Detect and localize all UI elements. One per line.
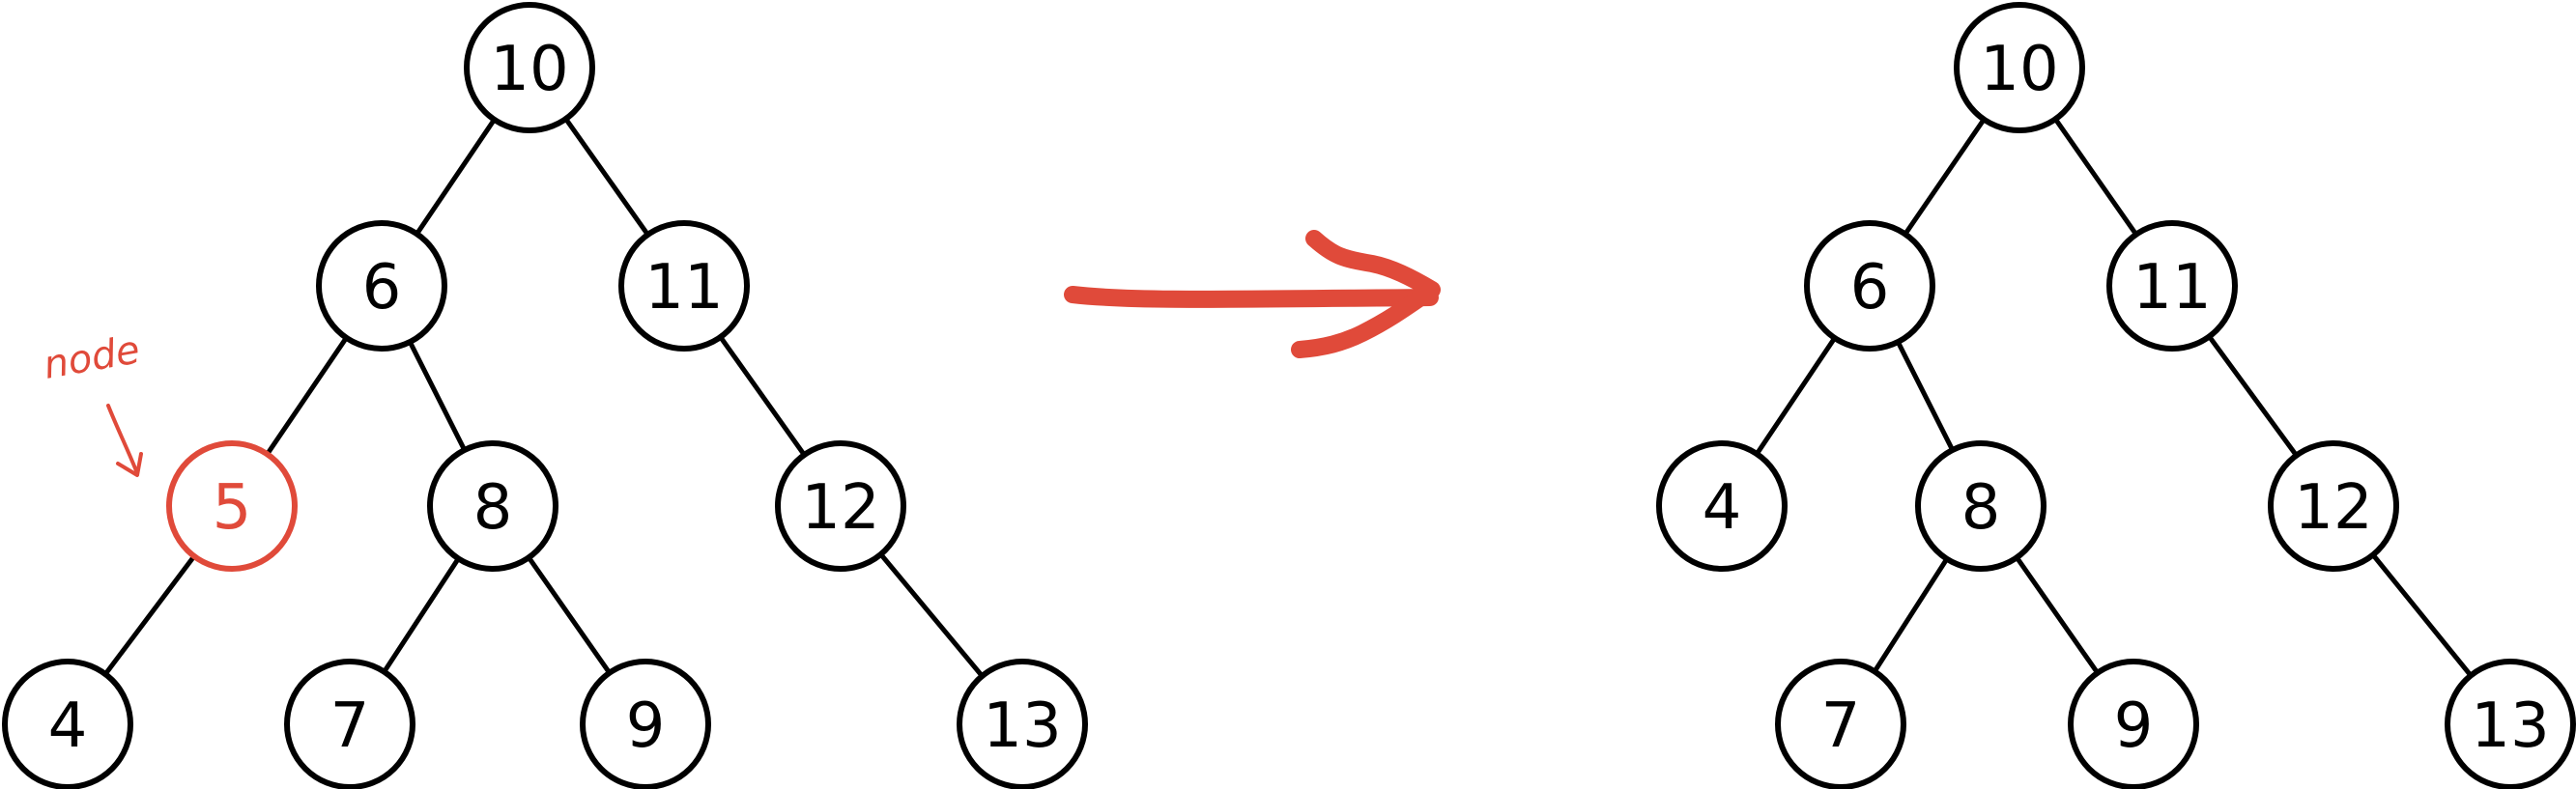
tree-node: 4	[1656, 440, 1788, 572]
tree-node-circle	[464, 2, 595, 133]
tree-node-label: 11	[2132, 252, 2211, 324]
tree-node-circle	[316, 220, 447, 352]
tree-node-circle	[427, 440, 558, 572]
tree-node-circle	[2268, 440, 2399, 572]
tree-node-label: 9	[626, 690, 666, 762]
tree-node-circle	[1775, 659, 1906, 789]
tree-node-label: 6	[362, 252, 402, 324]
tree-node-label: 9	[2114, 690, 2154, 762]
tree-node: 9	[580, 659, 711, 789]
tree-node-label: 6	[1850, 252, 1890, 324]
tree-node-label: 4	[48, 690, 88, 762]
tree-node-circle	[618, 220, 750, 352]
tree-node-label: 13	[2471, 690, 2549, 762]
tree-node: 4	[2, 659, 133, 789]
tree-node-label: 7	[330, 690, 370, 762]
tree-after-nodes: 10 6 11 4 8 12 7 9 13	[1656, 2, 2576, 789]
tree-node-circle	[284, 659, 415, 789]
transform-arrow	[1064, 230, 1441, 358]
tree-node-circle	[957, 659, 1088, 789]
tree-node: 6	[1804, 220, 1935, 352]
tree-after-edges	[1719, 65, 2513, 727]
tree-node-label: 11	[644, 252, 723, 324]
tree-before-edges	[65, 65, 1025, 727]
tree-node: 12	[775, 440, 906, 572]
tree-node: 13	[2445, 659, 2576, 789]
tree-node-circle	[2106, 220, 2238, 352]
tree-node-circle	[1656, 440, 1788, 572]
transform-arrow-shaft	[1064, 286, 1439, 308]
tree-node: 8	[427, 440, 558, 572]
node-annotation-arrow-shaft	[106, 404, 139, 475]
tree-node-label: 10	[1980, 34, 2058, 105]
tree-node-circle	[1954, 2, 2085, 133]
tree-before: 10 6 11 5 8 12 4 7 9 13	[2, 2, 1088, 789]
tree-node-label: 12	[801, 472, 879, 544]
tree-after: 10 6 11 4 8 12 7 9 13	[1656, 2, 2576, 789]
tree-node: 7	[1775, 659, 1906, 789]
tree-node-label: 4	[1703, 472, 1742, 544]
tree-node-circle	[166, 440, 298, 572]
tree-node: 12	[2268, 440, 2399, 572]
tree-node-target: 5	[166, 440, 298, 572]
tree-node-circle	[1915, 440, 2046, 572]
node-annotation: node	[41, 327, 143, 477]
tree-node-label: 13	[983, 690, 1061, 762]
tree-node-label: 7	[1821, 690, 1861, 762]
tree-node: 13	[957, 659, 1088, 789]
tree-node-label: 12	[2294, 472, 2372, 544]
tree-node: 10	[464, 2, 595, 133]
tree-node-label: 8	[1961, 472, 2001, 544]
tree-node-circle	[2068, 659, 2199, 789]
tree-node-circle	[2445, 659, 2576, 789]
node-annotation-arrow-head-icon	[116, 452, 143, 477]
tree-node: 10	[1954, 2, 2085, 133]
tree-node-label: 5	[213, 472, 252, 544]
tree-node-circle	[1804, 220, 1935, 352]
tree-node: 7	[284, 659, 415, 789]
tree-node: 11	[2106, 220, 2238, 352]
tree-node-circle	[2, 659, 133, 789]
tree-node: 11	[618, 220, 750, 352]
node-annotation-label: node	[41, 327, 143, 388]
tree-node-circle	[775, 440, 906, 572]
tree-node-label: 8	[473, 472, 513, 544]
tree-node-label: 10	[490, 34, 568, 105]
tree-node: 6	[316, 220, 447, 352]
tree-node-circle	[580, 659, 711, 789]
tree-before-nodes: 10 6 11 5 8 12 4 7 9 13	[2, 2, 1088, 789]
transform-arrow-head-icon	[1291, 230, 1441, 358]
tree-node: 9	[2068, 659, 2199, 789]
tree-node: 8	[1915, 440, 2046, 572]
